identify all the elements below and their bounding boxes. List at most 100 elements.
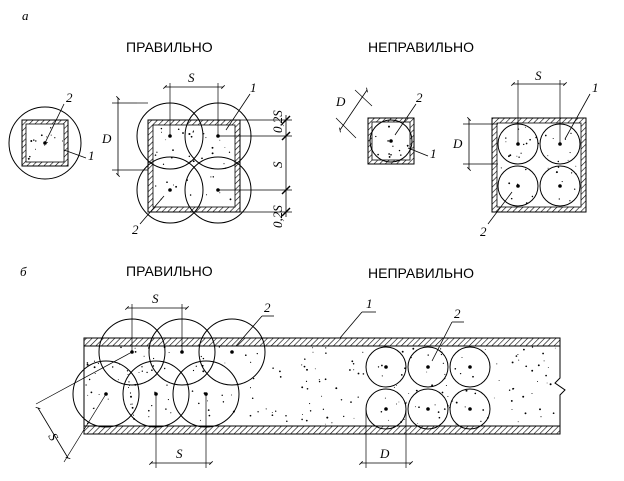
aggregate-dot — [537, 142, 540, 145]
aggregate-dot — [480, 420, 482, 423]
aggregate-dot — [250, 361, 252, 363]
aggregate-dot — [511, 409, 513, 410]
aggregate-dot — [525, 142, 528, 145]
aggregate-dot — [325, 347, 327, 349]
aggregate-dot — [175, 185, 178, 188]
aggregate-dot — [510, 197, 513, 200]
a-small-inc-num-1: 1 — [430, 146, 437, 161]
aggregate-dot — [107, 398, 109, 400]
aggregate-dot — [408, 392, 410, 394]
aggregate-dot — [321, 395, 323, 397]
aggregate-dot — [396, 384, 398, 386]
aggregate-dot — [151, 369, 153, 371]
aggregate-dot — [223, 163, 225, 165]
aggregate-dot — [380, 411, 383, 413]
aggregate-dot — [388, 153, 390, 155]
aggregate-dot — [93, 366, 96, 369]
aggregate-dot — [186, 179, 188, 181]
aggregate-dot — [160, 131, 163, 133]
aggregate-dot — [130, 395, 132, 398]
aggregate-dot — [202, 357, 205, 360]
aggregate-dot — [211, 146, 214, 149]
aggregate-dot — [46, 136, 48, 138]
aggregate-dot — [465, 389, 468, 392]
aggregate-dot — [35, 140, 37, 142]
aggregate-dot — [525, 365, 528, 368]
aggregate-dot — [335, 387, 338, 390]
aggregate-dot — [431, 384, 434, 387]
aggregate-dot — [510, 399, 513, 402]
aggregate-dot — [205, 137, 207, 139]
aggregate-dot — [85, 384, 87, 386]
aggregate-dot — [97, 363, 99, 365]
aggregate-dot — [87, 422, 89, 425]
aggregate-dot — [440, 353, 442, 356]
aggregate-dot — [210, 176, 212, 178]
aggregate-dot — [249, 414, 252, 417]
aggregate-dot — [362, 351, 364, 353]
a-large-num-2: 2 — [132, 222, 139, 237]
aggregate-dot — [166, 384, 168, 386]
aggregate-dot — [531, 346, 534, 348]
aggregate-dot — [343, 415, 345, 418]
aggregate-dot — [496, 363, 498, 365]
aggregate-dot — [454, 368, 457, 370]
aggregate-dot — [569, 152, 571, 154]
aggregate-dot — [543, 360, 545, 362]
panel-b-incorrect-title: НЕПРАВИЛЬНО — [368, 265, 474, 281]
aggregate-dot — [388, 155, 391, 158]
aggregate-dot — [404, 367, 406, 370]
aggregate-dot — [437, 411, 440, 413]
panel-b-letter: б — [20, 264, 27, 279]
aggregate-dot — [326, 416, 329, 419]
aggregate-dot — [401, 350, 404, 353]
aggregate-dot — [547, 367, 549, 369]
aggregate-dot — [318, 379, 320, 381]
aggregate-dot — [375, 135, 377, 138]
aggregate-dot — [119, 363, 120, 365]
aggregate-dot — [523, 348, 525, 351]
aggregate-dot — [198, 402, 200, 405]
aggregate-dot — [404, 402, 407, 405]
aggregate-dot — [252, 377, 255, 380]
b-correct-dim-s-bottom: S — [176, 446, 183, 461]
aggregate-dot — [251, 397, 254, 400]
aggregate-dot — [518, 156, 520, 158]
a-small-correct-column: 2 1 — [8, 90, 95, 180]
a-large-inc-num-2: 2 — [480, 224, 487, 239]
aggregate-dot — [505, 137, 507, 139]
aggregate-dot — [390, 153, 392, 156]
aggregate-dot — [168, 352, 170, 353]
aggregate-dot — [570, 132, 572, 135]
aggregate-dot — [459, 372, 462, 375]
panel-b-correct-title: ПРАВИЛЬНО — [126, 263, 213, 279]
aggregate-dot — [472, 375, 474, 378]
aggregate-dot — [219, 139, 221, 141]
aggregate-dot — [182, 132, 184, 134]
aggregate-dot — [134, 351, 137, 353]
aggregate-dot — [212, 176, 215, 178]
aggregate-dot — [443, 377, 446, 380]
aggregate-dot — [442, 362, 445, 364]
aggregate-dot — [86, 363, 89, 366]
concrete-speckles — [27, 125, 577, 425]
aggregate-dot — [256, 352, 258, 355]
aggregate-dot — [558, 198, 560, 200]
aggregate-dot — [305, 380, 308, 383]
aggregate-dot — [201, 157, 203, 160]
aggregate-dot — [301, 418, 303, 421]
aggregate-dot — [493, 397, 495, 399]
aggregate-dot — [324, 423, 326, 425]
a-large-incorrect-block: S D 1 2 — [452, 68, 599, 239]
aggregate-dot — [141, 366, 143, 368]
aggregate-dot — [322, 408, 325, 410]
aggregate-dot — [438, 416, 441, 419]
aggregate-dot — [272, 367, 274, 369]
aggregate-dot — [170, 156, 173, 159]
aggregate-dot — [131, 406, 134, 409]
aggregate-dot — [126, 370, 129, 372]
aggregate-dot — [304, 358, 306, 360]
aggregate-dot — [547, 155, 549, 157]
aggregate-dot — [545, 374, 547, 377]
